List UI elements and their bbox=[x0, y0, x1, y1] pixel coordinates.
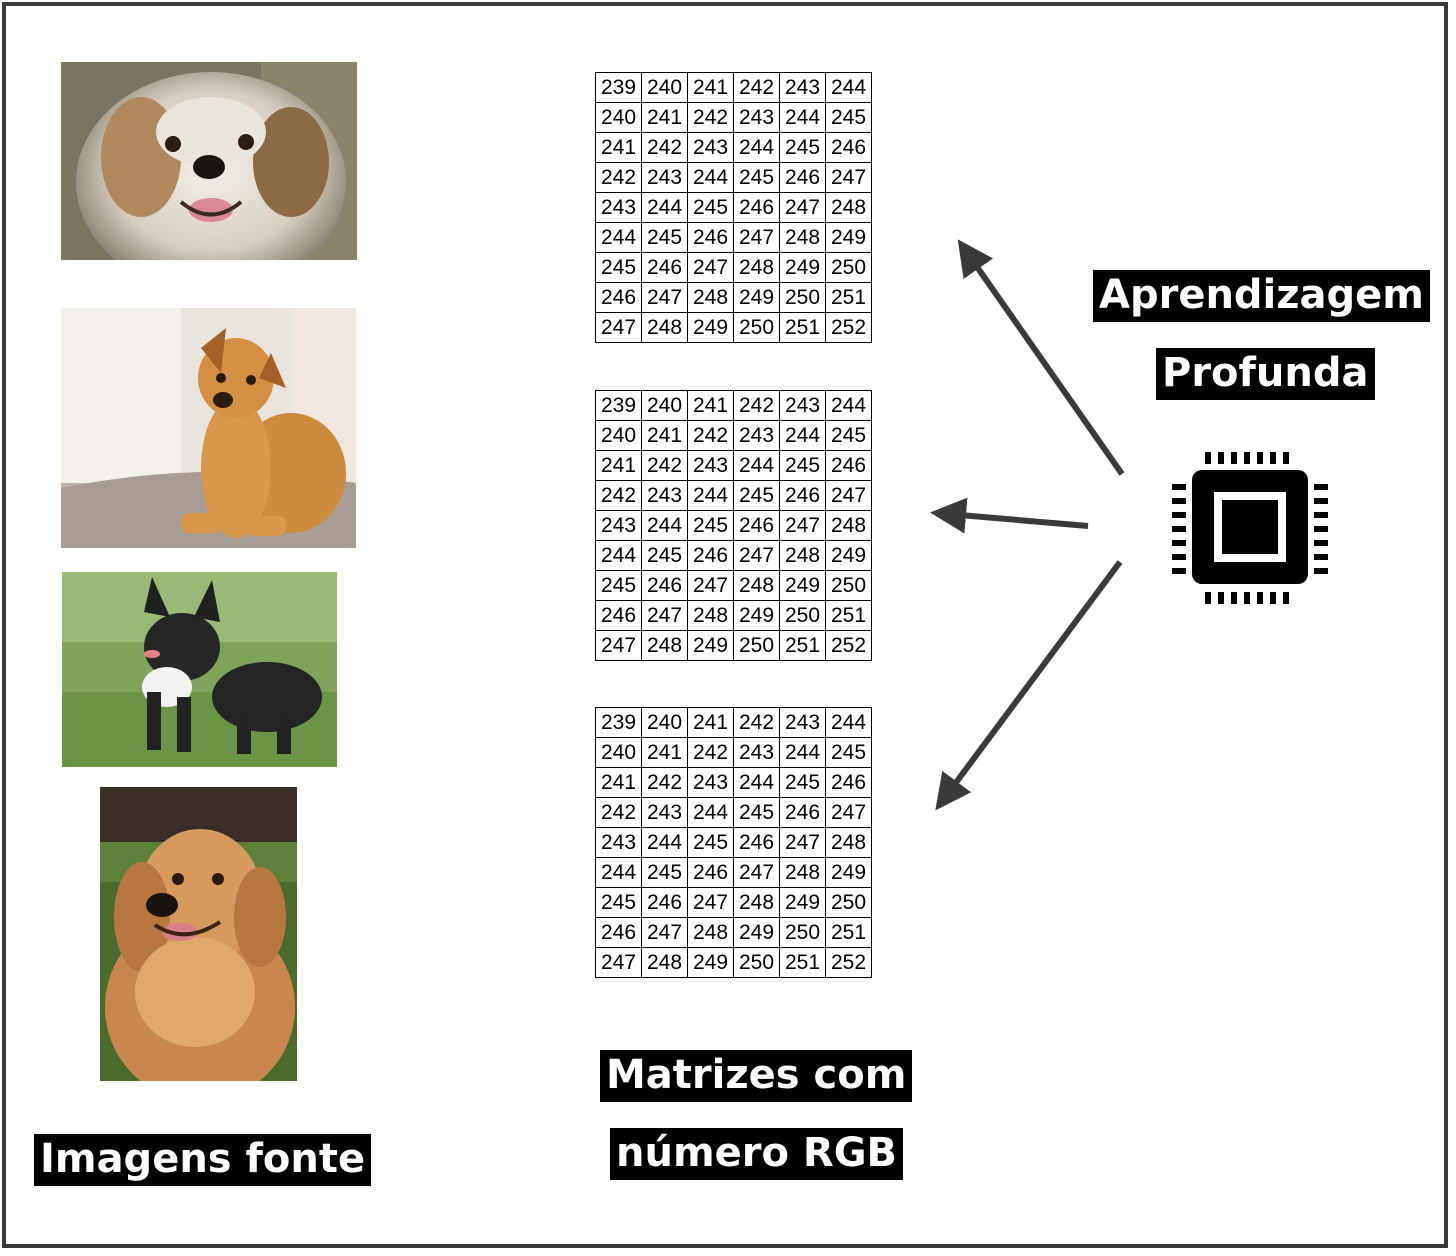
arrow-to-matrix-3 bbox=[946, 562, 1120, 796]
arrow-to-matrix-2 bbox=[948, 514, 1088, 526]
arrow-to-matrix-1 bbox=[968, 254, 1122, 474]
cpu-chip-icon bbox=[1168, 448, 1332, 608]
